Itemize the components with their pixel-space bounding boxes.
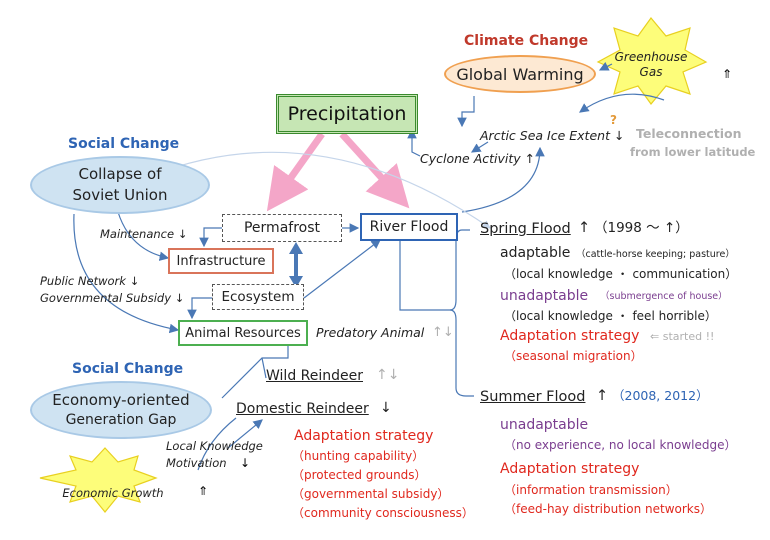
greenhouse-increase-icon: ⇑ xyxy=(722,67,733,81)
teleconnection-sub-label: from lower latitude xyxy=(630,145,756,159)
soviet-to-springflood-faint xyxy=(149,151,491,229)
floods-bracket xyxy=(449,229,474,397)
summer-strategy-item: （information transmission） xyxy=(504,483,678,497)
animal-to-reindeer-lines xyxy=(221,346,289,399)
summer-flood-arrow: ↑ xyxy=(596,388,609,404)
teleconnection-label: Teleconnection xyxy=(636,126,742,141)
reindeer-strategy-title: Adaptation strategy xyxy=(294,428,434,444)
ecosystem-to-animal-arrow xyxy=(187,297,212,320)
summer-flood-title: Summer Flood xyxy=(480,389,586,405)
soviet-to-animal-arrow xyxy=(73,213,180,334)
domestic-reindeer-label: Domestic Reindeer xyxy=(236,401,369,417)
soviet-collapse-line2: Soviet Union xyxy=(72,186,168,204)
economy-generation-node: Economy-oriented Generation Gap xyxy=(30,381,212,439)
greenhouse-star-shape xyxy=(596,17,708,105)
soviet-collapse-node: Collapse of Soviet Union xyxy=(30,156,210,214)
ecosystem-node: Ecosystem xyxy=(212,284,304,310)
infrastructure-label: Infrastructure xyxy=(176,253,266,269)
teleconnection-to-arctic-arrow xyxy=(579,93,665,113)
river-flood-label: River Flood xyxy=(369,219,449,235)
question-mark: ? xyxy=(610,113,617,127)
precip-to-permafrost-arrow xyxy=(266,131,325,212)
ecosystem-to-riverflood-arrow xyxy=(303,239,381,299)
precipitation-node: Precipitation xyxy=(276,94,418,134)
social-change-heading-bottom: Social Change xyxy=(72,361,184,377)
animal-resources-label: Animal Resources xyxy=(185,325,301,341)
spring-unadaptable-note: （submergence of house） xyxy=(600,291,728,302)
spring-adaptable-note: （cattle-horse keeping; pasture） xyxy=(576,249,735,260)
spring-unadaptable-label: unadaptable xyxy=(500,288,589,304)
spring-strategy-detail: （seasonal migration） xyxy=(504,349,643,363)
cyclone-activity-label: Cyclone Activity ↑ xyxy=(420,151,536,166)
precip-to-riverflood-arrow xyxy=(339,131,410,209)
spring-unadaptable-detail: （local knowledge ・ feel horrible） xyxy=(504,310,717,322)
global-warming-label: Global Warming xyxy=(456,64,584,84)
precipitation-label: Precipitation xyxy=(287,103,407,125)
river-flood-node: River Flood xyxy=(360,213,458,241)
spring-unadaptable-detail-text: （local knowledge ・ feel horrible） xyxy=(504,309,717,323)
economy-line2: Generation Gap xyxy=(65,412,177,428)
governmental-subsidy-label: Governmental Subsidy ↓ xyxy=(40,291,185,305)
riverflood-to-floods-line xyxy=(399,240,452,311)
summer-strategy-title: Adaptation strategy xyxy=(500,461,640,477)
permafrost-to-infrastructure-arrow xyxy=(199,227,222,248)
global-warming-to-arctic-arrow xyxy=(457,96,475,128)
soviet-collapse-line1: Collapse of xyxy=(78,165,162,183)
spring-strategy-note: ⇐ started !! xyxy=(650,330,715,343)
permafrost-label: Permafrost xyxy=(243,220,320,236)
soviet-to-infrastructure-arrow xyxy=(117,211,170,261)
riverflood-to-arctic-arrow xyxy=(461,146,545,213)
spring-flood-title: Spring Flood xyxy=(480,221,571,237)
cyclone-to-precip-arrow xyxy=(407,128,421,157)
greenhouse-gas-label: Greenhouse Gas xyxy=(614,50,688,79)
summer-flood-years: （2008, 2012） xyxy=(612,388,709,403)
spring-flood-years: （1998 ～ ↑） xyxy=(594,220,689,236)
economic-growth-label: Economic Growth xyxy=(62,486,164,500)
summer-strategy-item: （feed-hay distribution networks） xyxy=(504,502,712,516)
ecosystem-label: Ecosystem xyxy=(221,289,295,305)
public-network-label: Public Network ↓ xyxy=(40,274,140,288)
wild-reindeer-label: Wild Reindeer xyxy=(266,368,363,384)
animal-resources-node: Animal Resources xyxy=(178,320,308,346)
social-change-heading-top: Social Change xyxy=(68,136,180,152)
motivation-label: Motivation xyxy=(166,456,227,470)
summer-unadaptable-detail: （no experience, no local knowledge） xyxy=(504,438,737,452)
reindeer-strategy-item: （hunting capability） xyxy=(292,449,425,463)
spring-flood-arrow: ↑ xyxy=(578,220,591,236)
spring-strategy-title: Adaptation strategy xyxy=(500,328,640,344)
economy-line1: Economy-oriented xyxy=(52,391,190,409)
wild-reindeer-trend: ↑↓ xyxy=(376,367,400,383)
predatory-animal-label: Predatory Animal xyxy=(316,325,425,340)
spring-adaptable-detail: （local knowledge ・ communication） xyxy=(504,267,738,281)
economic-growth-star-shape xyxy=(39,447,158,513)
reindeer-strategy-item: （governmental subsidy） xyxy=(292,487,450,501)
greenhouse-to-warming-arrow xyxy=(598,61,613,71)
climate-change-heading: Climate Change xyxy=(464,33,589,49)
arctic-sea-ice-label: Arctic Sea Ice Extent ↓ xyxy=(480,128,625,143)
domestic-to-motivation-arrow xyxy=(197,417,237,471)
domestic-reindeer-trend: ↓ xyxy=(380,400,392,416)
infrastructure-node: Infrastructure xyxy=(168,248,274,274)
motivation-arrow: ↓ xyxy=(240,456,251,470)
reindeer-strategy-item: （protected grounds） xyxy=(292,468,427,482)
economic-growth-increase-icon: ⇑ xyxy=(198,484,209,498)
permafrost-node: Permafrost xyxy=(222,214,342,242)
reindeer-strategy-item: （community consciousness） xyxy=(292,506,474,520)
summer-unadaptable-label: unadaptable xyxy=(500,417,589,433)
maintenance-label: Maintenance ↓ xyxy=(100,227,188,241)
predatory-animal-trend: ↑↓ xyxy=(432,325,454,340)
local-knowledge-label: Local Knowledge xyxy=(166,439,263,453)
motivation-to-domestic-arrow xyxy=(227,419,263,449)
global-warming-node: Global Warming xyxy=(444,55,596,93)
spring-adaptable-label: adaptable xyxy=(500,245,571,261)
arctic-to-cyclone-arrow xyxy=(470,141,489,153)
